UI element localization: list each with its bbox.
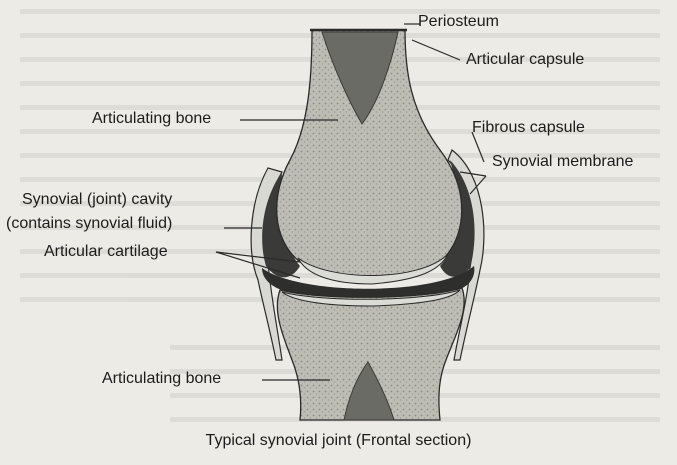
label-articular-cartilage: Articular cartilage — [44, 242, 168, 262]
label-articular-capsule: Articular capsule — [466, 50, 584, 70]
label-articulating-bone-bottom: Articulating bone — [102, 369, 221, 389]
label-articulating-bone-top: Articulating bone — [92, 109, 211, 129]
label-synovial-cavity-line1: Synovial (joint) cavity — [22, 190, 172, 210]
label-fibrous-capsule: Fibrous capsule — [472, 118, 585, 138]
label-synovial-membrane: Synovial membrane — [492, 152, 633, 172]
figure-caption: Typical synovial joint (Frontal section) — [0, 432, 677, 450]
label-synovial-cavity-line2: (contains synovial fluid) — [6, 214, 172, 234]
label-periosteum: Periosteum — [418, 12, 499, 32]
